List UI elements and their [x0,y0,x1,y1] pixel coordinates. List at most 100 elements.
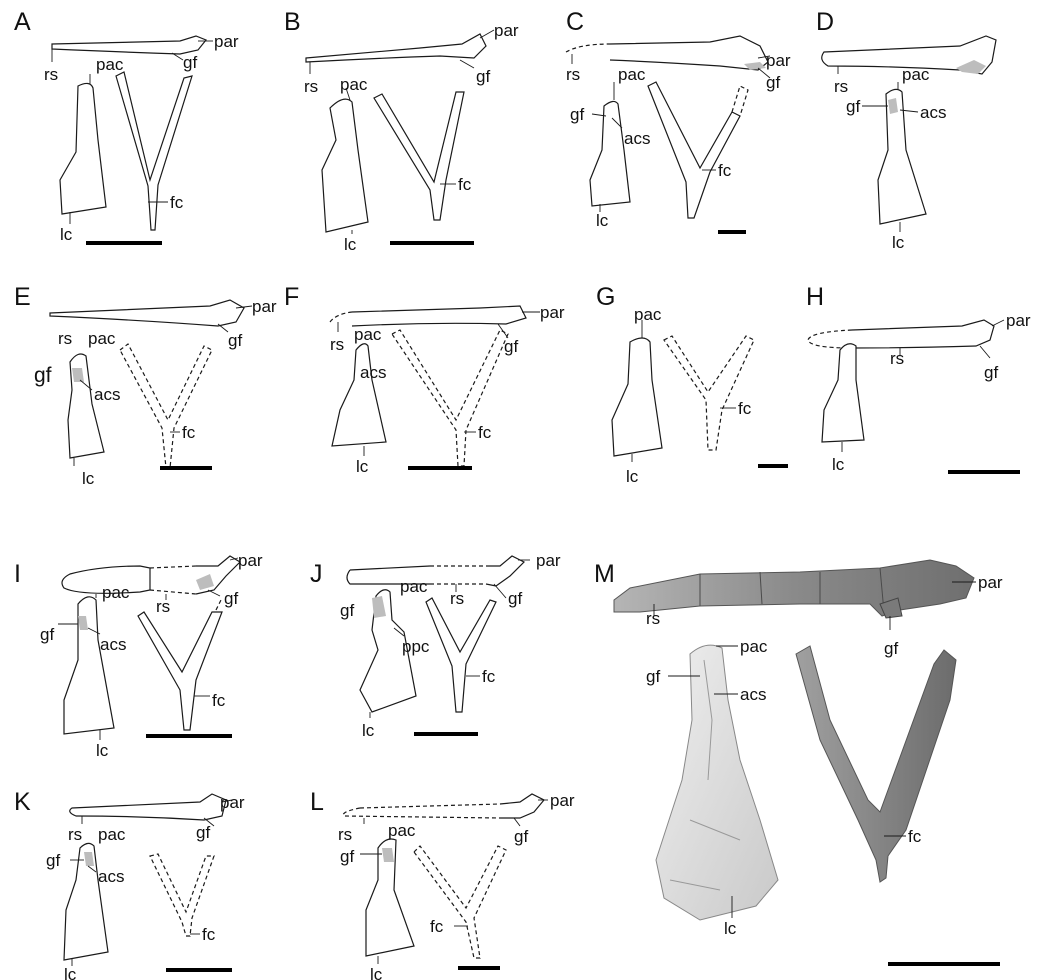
label-rs: rs [156,597,170,616]
furcula-outline [150,854,214,936]
label-gf: gf [196,823,210,842]
panel-c: C par gf rs pac gf acs fc lc [566,8,791,232]
furcula-outline [664,336,754,450]
furcula-outline [426,598,496,712]
panel-label-c: C [566,8,584,36]
label-acs: acs [740,685,766,704]
label-par: par [978,573,1003,592]
label-pac: pac [88,329,116,348]
leader-line [514,818,520,826]
panel-e: E par gf rs pac gf acs fc lc [14,283,277,488]
label-par: par [540,303,565,322]
furcula-outline [648,82,740,218]
coracoid-outline [878,89,926,224]
panel-label-a: A [14,8,31,36]
label-pac: pac [902,65,930,84]
label-gf: gf [340,601,354,620]
coracoid-outline [822,344,864,442]
missing-part-outline [330,312,352,322]
leader-line [980,346,990,358]
label-gf: gf [34,364,52,387]
label-gf: gf [40,625,54,644]
label-pac: pac [634,305,662,324]
panel-label-d: D [816,8,834,36]
label-pac: pac [102,583,130,602]
label-gf: gf [766,73,780,92]
label-gf: gf [514,827,528,846]
panel-f: F par gf rs pac acs fc lc [284,283,565,476]
panel-label-g: G [596,283,615,311]
label-gf: gf [504,337,518,356]
panel-b: B par gf rs pac fc lc [284,8,519,254]
label-gf: gf [984,363,998,382]
panel-label-i: I [14,560,21,588]
label-rs: rs [338,825,352,844]
label-pac: pac [96,55,124,74]
coracoid-outline [612,338,662,456]
panel-label-k: K [14,788,31,816]
scapula-outline [306,34,486,62]
leader-line [494,584,506,598]
leader-line [480,30,494,38]
label-fc: fc [170,193,184,212]
panel-label-l: L [310,788,324,816]
label-gf: gf [884,639,898,658]
missing-part-outline [150,566,196,594]
label-fc: fc [718,161,732,180]
label-par: par [766,51,791,70]
panel-g: G pac fc lc [596,283,788,486]
leader-line [498,324,508,338]
label-fc: fc [182,423,196,442]
panel-h: H par gf rs lc [806,283,1031,474]
label-lc: lc [626,467,639,486]
label-pac: pac [618,65,646,84]
missing-part-outline [566,44,610,52]
missing-part-outline [216,598,222,610]
glenoid-fossa-shading [382,848,394,862]
panel-label-j: J [310,560,323,588]
label-acs: acs [920,103,946,122]
scapula-outline [352,306,526,326]
furcula-outline [120,344,212,468]
coracoid-outline [332,344,386,446]
label-gf: gf [846,97,860,116]
label-acs: acs [360,363,386,382]
furcula-outline [392,330,508,466]
label-gf: gf [508,589,522,608]
panel-label-f: F [284,283,299,311]
label-fc: fc [458,175,472,194]
furcula-outline [138,612,222,730]
label-rs: rs [890,349,904,368]
leader-line [460,60,474,68]
coracoid-outline [64,597,114,734]
label-rs: rs [44,65,58,84]
label-gf: gf [570,105,584,124]
label-rs: rs [646,609,660,628]
label-lc: lc [362,721,375,740]
label-rs: rs [450,589,464,608]
label-fc: fc [482,667,496,686]
panel-l: L par gf rs pac gf fc lc [310,788,575,980]
scapula-outline [852,320,994,348]
label-lc: lc [596,211,609,230]
label-lc: lc [370,965,383,980]
label-rs: rs [58,329,72,348]
label-pac: pac [740,637,768,656]
furcula-outline [374,92,464,220]
label-par: par [550,791,575,810]
label-lc: lc [82,469,95,488]
label-acs: acs [98,867,124,886]
label-fc: fc [212,691,226,710]
label-par: par [252,297,277,316]
label-fc: fc [430,917,444,936]
label-lc: lc [96,741,109,760]
label-par: par [1006,311,1031,330]
label-fc: fc [202,925,216,944]
label-par: par [494,21,519,40]
panel-label-b: B [284,8,301,36]
panel-label-h: H [806,283,824,311]
coracoid-outline [322,99,368,232]
coracoid-outline [590,101,630,206]
label-rs: rs [566,65,580,84]
panel-m: M par gf rs pac gf acs fc lc [594,560,1003,964]
